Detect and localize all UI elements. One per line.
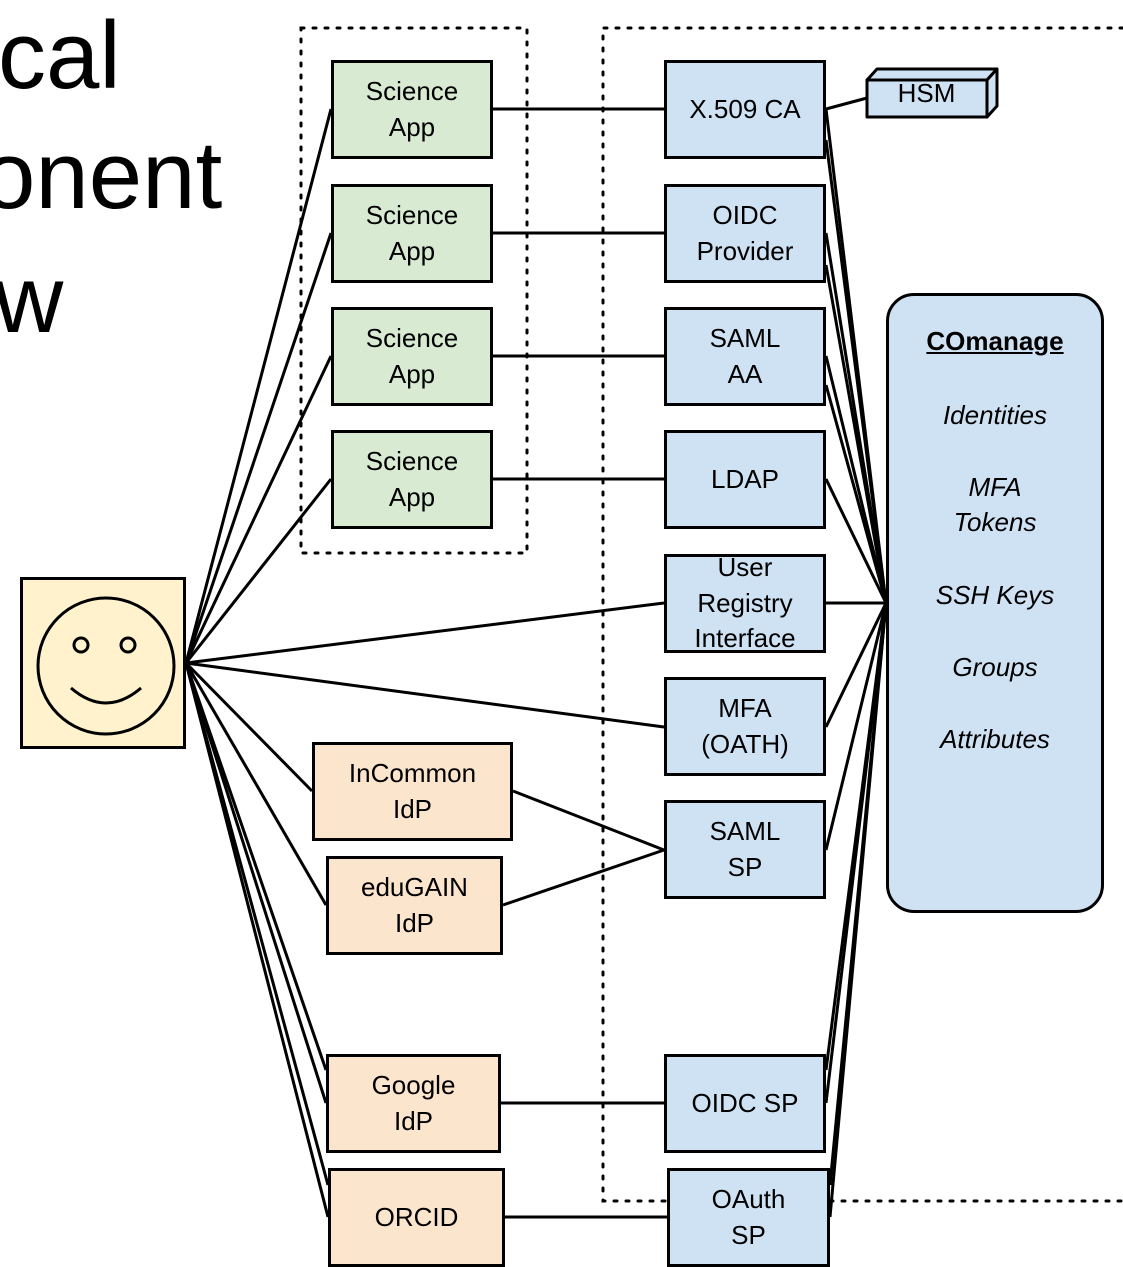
wire-edugain-samlsp [502,848,665,907]
wire-x509-hsm [825,96,868,111]
hsm-label: HSM [897,78,956,108]
wire-user-app4 [184,478,333,664]
comanage-item-identities: Identities [942,400,1048,430]
wire-user-mfa [185,661,665,729]
wire-user-registry [185,601,665,665]
wire-user-app2 [184,232,333,664]
science-app-2: Science App [331,184,493,283]
wire-user-incommon [184,661,314,793]
smiley-face-icon [36,596,176,736]
comanage-item-groups: Groups [952,652,1038,682]
orcid-idp: ORCID [328,1168,505,1267]
comanage-title: COmanage [926,326,1064,356]
science-app-4: Science App [331,430,493,529]
wire-user-edugain [184,662,328,906]
google-idp: Google IdP [326,1054,501,1153]
incommon-idp: InCommon IdP [312,742,513,841]
comanage-item-ssh-keys: SSH Keys [935,580,1055,610]
hsm-box [865,67,999,119]
user-node [20,577,186,749]
ldap: LDAP [664,430,826,529]
page-title-line-1: cal [0,2,121,109]
oidc-sp: OIDC SP [664,1054,826,1153]
oauth-sp: OAuth SP [667,1168,830,1267]
science-app-1: Science App [331,60,493,159]
wire-user-app1 [184,108,333,664]
wire-user-app3 [184,355,333,664]
wire-user-google-2 [184,662,328,1071]
comanage-registry: COmanage Identities MFA Tokens SSH Keys … [886,293,1104,913]
user-registry-interface: User Registry Interface [664,554,826,653]
mfa-oath: MFA (OATH) [664,677,826,776]
wire-user-orcid-2 [184,662,330,1186]
saml-aa: SAML AA [664,307,826,406]
wire-user-google [184,662,328,1104]
comanage-item-attributes: Attributes [940,724,1050,754]
oidc-provider: OIDC Provider [664,184,826,283]
services-group-outline [601,26,1123,1203]
comanage-item-mfa-tokens: MFA Tokens [953,472,1037,538]
science-apps-group-outline [299,26,529,555]
x509-ca: X.509 CA [664,60,826,159]
saml-sp: SAML SP [664,800,826,899]
page-title-line-2: onent [0,122,223,229]
wire-incommon-samlsp [512,789,665,852]
science-app-3: Science App [331,307,493,406]
page-title-line-3: w [0,246,64,353]
edugain-idp: eduGAIN IdP [326,856,503,955]
